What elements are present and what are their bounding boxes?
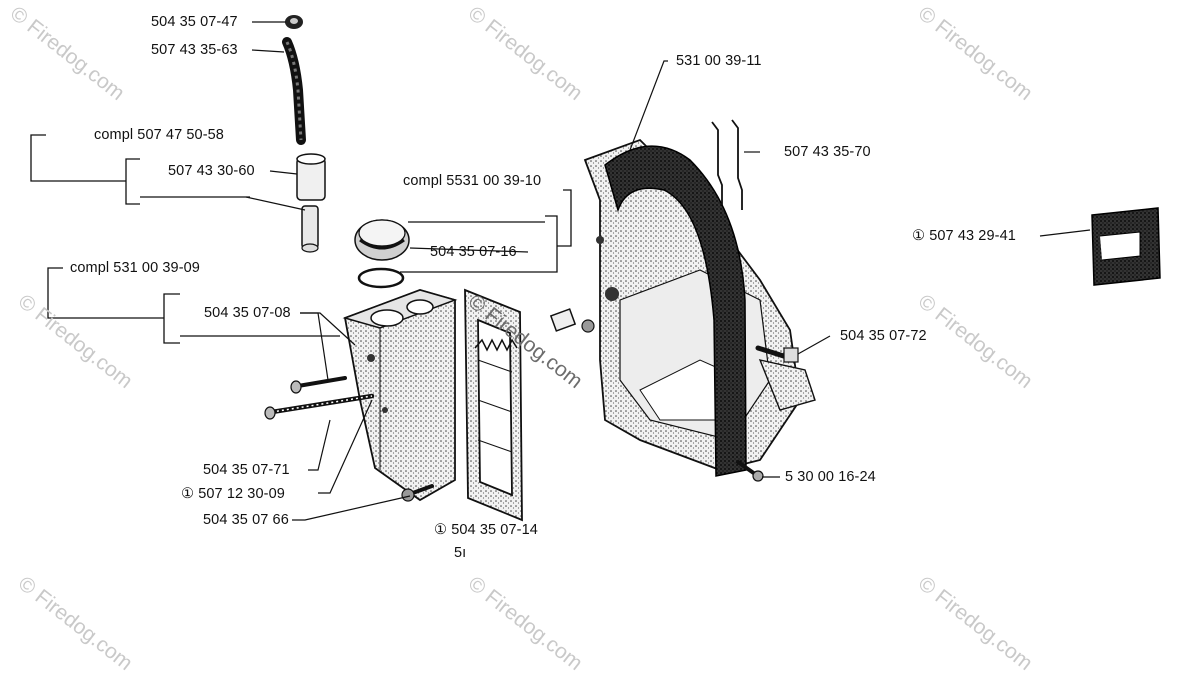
fuel-tank-part — [342, 289, 458, 502]
part-label-507-43-35-70: 507 43 35-70 — [784, 144, 871, 160]
part-label-531-00-39-11: 531 00 39-11 — [676, 53, 762, 69]
part-label-504-35-07-16: 504 35 07-16 — [430, 244, 517, 260]
fuel-hose-part — [282, 37, 306, 145]
part-label-cutoff: 5ı — [454, 545, 467, 561]
spring-part — [474, 338, 518, 352]
tank-cap-part — [285, 15, 303, 29]
screw-bottom-part — [736, 460, 764, 482]
wire-part — [711, 119, 743, 210]
part-label-504-35-07-72: 504 35 07-72 — [840, 328, 927, 344]
part-label-507-43-30-60: 507 43 30-60 — [168, 163, 255, 179]
part-label-507-43-35-63: 507 43 35-63 — [151, 42, 238, 58]
part-label-507-12-30-09: ① 507 12 30-09 — [181, 486, 285, 502]
fuel-cap-part — [354, 219, 410, 289]
part-label-504-35-07-47: 504 35 07-47 — [151, 14, 238, 30]
part-label-504-35-07-08: 504 35 07-08 — [204, 305, 291, 321]
short-screw-part — [290, 376, 347, 394]
part-label-504-35-07-71: 504 35 07-71 — [203, 462, 290, 478]
clamp-part — [549, 308, 595, 333]
parts-diagram — [30, 15, 1161, 522]
part-label-504-35-07-14: ① 504 35 07-14 — [434, 522, 538, 538]
long-screw-part — [264, 393, 375, 420]
bracket-compl-507-47-50-58 — [30, 134, 250, 205]
part-label-compl-531-00-39-09: compl 531 00 39-09 — [70, 260, 200, 276]
foot-plate-part — [758, 359, 816, 411]
part-label-compl-507-47-50-58: compl 507 47 50-58 — [94, 127, 224, 143]
rubber-pad-part — [1091, 207, 1161, 286]
leader-lines — [245, 21, 1091, 521]
part-label-504-35-07-66: 504 35 07 66 — [203, 512, 289, 528]
bracket-compl-531-00-39-09 — [47, 267, 340, 344]
bottom-bolt-part — [401, 484, 434, 502]
bracket-compl-5531-00-39-10 — [545, 189, 572, 273]
fuel-filter-part — [296, 153, 326, 253]
part-label-compl-5531-00-39-10: compl 5531 00 39-10 — [403, 173, 542, 189]
part-label-530-00-16-24: 5 30 00 16-24 — [785, 469, 876, 485]
gasket-frame-part — [464, 288, 523, 522]
bolt-lower-right-part — [755, 345, 799, 363]
part-label-507-43-29-41: ① 507 43 29-41 — [912, 228, 1016, 244]
